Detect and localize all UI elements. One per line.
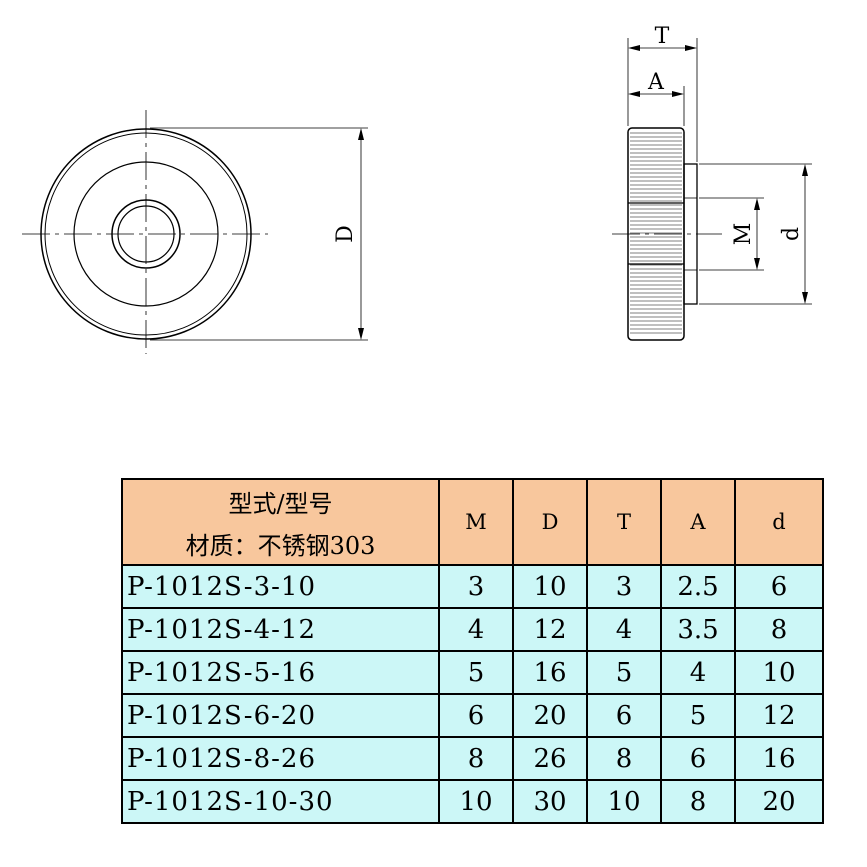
column-header-A: A [660, 478, 736, 566]
column-header-T: T [586, 478, 662, 566]
value-cell: 12 [512, 607, 588, 652]
value-cell: 16 [512, 650, 588, 695]
arrow-M-top [754, 198, 760, 210]
value-cell: 4 [438, 607, 514, 652]
side-view [612, 38, 812, 341]
material-header: 材质：不锈钢303 [185, 531, 376, 560]
column-header-d: d [734, 478, 824, 566]
value-cell: 4 [586, 607, 662, 652]
value-cell: 20 [734, 779, 824, 824]
value-cell: 5 [438, 650, 514, 695]
value-cell: 8 [438, 736, 514, 781]
dim-label-T: T [655, 24, 670, 49]
value-cell: 10 [734, 650, 824, 695]
value-cell: 3 [586, 564, 662, 609]
value-cell: 2.5 [660, 564, 736, 609]
spec-header-row: 型式/型号 材质：不锈钢303 M D T A d [121, 478, 824, 566]
column-header-D: D [512, 478, 588, 566]
arrow-T-left [628, 45, 640, 51]
model-cell: P-1012S-10-30 [121, 779, 440, 824]
dim-label-A: A [647, 70, 665, 95]
value-cell: 4 [660, 650, 736, 695]
value-cell: 5 [586, 650, 662, 695]
front-view [22, 110, 368, 354]
model-cell: P-1012S-6-20 [121, 693, 440, 738]
value-cell: 20 [512, 693, 588, 738]
model-cell: P-1012S-4-12 [121, 607, 440, 652]
value-cell: 3 [438, 564, 514, 609]
knurl-pattern [630, 132, 682, 334]
value-cell: 8 [734, 607, 824, 652]
technical-drawing: D T A M d [22, 24, 812, 354]
value-cell: 10 [438, 779, 514, 824]
model-header-title: 型式/型号 [228, 489, 333, 518]
arrow-D-top [358, 128, 364, 140]
value-cell: 26 [512, 736, 588, 781]
value-cell: 6 [586, 693, 662, 738]
arrow-A-right [672, 91, 684, 97]
model-cell: P-1012S-8-26 [121, 736, 440, 781]
value-cell: 6 [660, 736, 736, 781]
value-cell: 3.5 [660, 607, 736, 652]
value-cell: 8 [586, 736, 662, 781]
value-cell: 6 [438, 693, 514, 738]
model-cell: P-1012S-5-16 [121, 650, 440, 695]
arrow-D-bottom [358, 328, 364, 340]
value-cell: 6 [734, 564, 824, 609]
arrow-M-bottom [754, 258, 760, 270]
model-cell: P-1012S-3-10 [121, 564, 440, 609]
arrow-d-top [802, 164, 808, 176]
model-header-cell: 型式/型号 材质：不锈钢303 [121, 478, 440, 566]
dim-label-M: M [731, 223, 756, 246]
arrow-d-bottom [802, 292, 808, 304]
dim-label-D: D [333, 225, 358, 243]
arrow-A-left [628, 91, 640, 97]
value-cell: 10 [512, 564, 588, 609]
arrow-T-right [685, 45, 697, 51]
dim-label-d: d [779, 227, 804, 241]
value-cell: 16 [734, 736, 824, 781]
column-header-M: M [438, 478, 514, 566]
value-cell: 5 [660, 693, 736, 738]
value-cell: 10 [586, 779, 662, 824]
value-cell: 30 [512, 779, 588, 824]
value-cell: 12 [734, 693, 824, 738]
value-cell: 8 [660, 779, 736, 824]
